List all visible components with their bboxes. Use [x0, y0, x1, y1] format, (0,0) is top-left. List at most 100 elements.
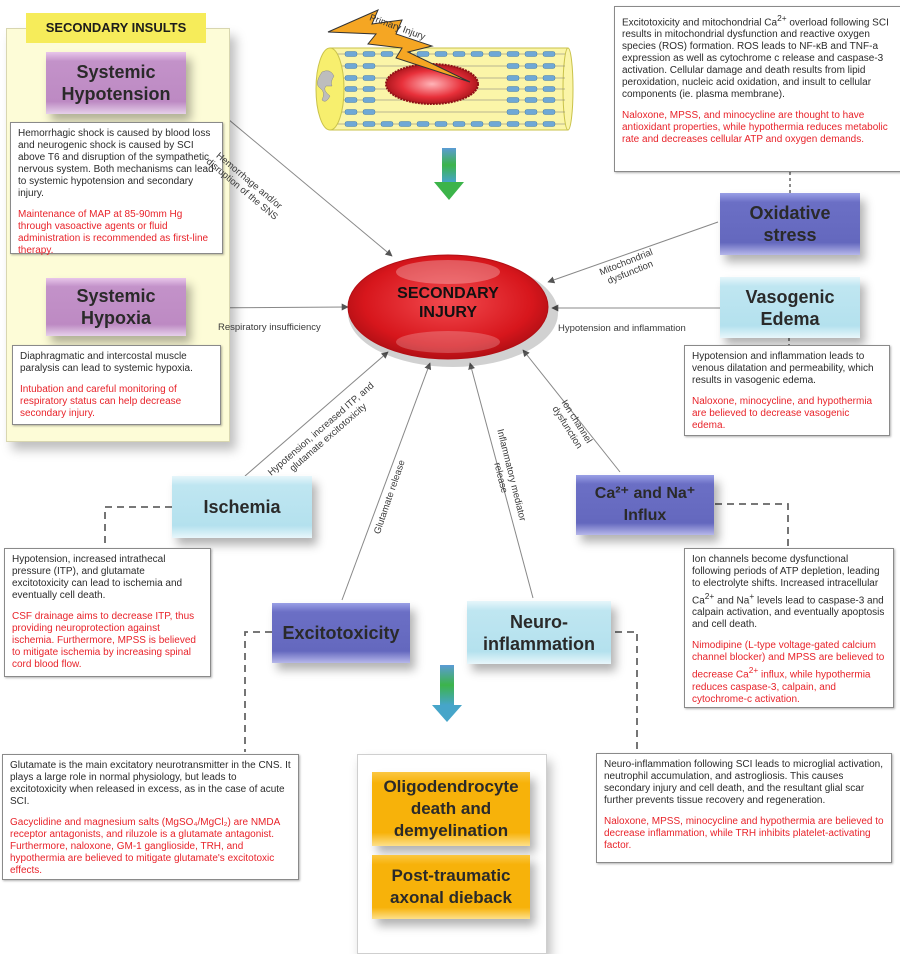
- mechanism-text: Hypotension, increased intrathecal press…: [12, 554, 183, 601]
- info-box-ion: Ion channels become dysfunctional follow…: [684, 548, 894, 708]
- node-systemic-hypotension[interactable]: Systemic Hypotension: [46, 52, 186, 114]
- secondary-injury-label: SECONDARY INJURY: [368, 284, 528, 322]
- myelin-segment: [542, 63, 556, 69]
- info-box-oxidative: Excitotoxicity and mitochondrial Ca2+ ov…: [614, 6, 900, 172]
- myelin-segment: [506, 86, 520, 92]
- node-label-line1: Systemic: [76, 286, 156, 306]
- myelin-segment: [380, 51, 394, 57]
- edge-excitotoxicity: [341, 362, 432, 601]
- dash-ion: [715, 503, 789, 547]
- mechanism-text: Excitotoxicity and mitochondrial Ca2+ ov…: [622, 12, 898, 101]
- myelin-segment: [506, 51, 520, 57]
- myelin-segment: [524, 86, 538, 92]
- myelin-segment: [542, 97, 556, 103]
- edge-ion: [522, 349, 621, 473]
- mechanism-part: levels lead to caspase-3 and calpain act…: [692, 595, 885, 631]
- treatment-text: Intubation and careful monitoring of res…: [20, 384, 182, 419]
- node-systemic-hypoxia[interactable]: Systemic Hypoxia: [46, 278, 186, 336]
- myelin-segment: [452, 51, 466, 57]
- node-neuroinflammation[interactable]: Neuro- inflammation: [467, 601, 611, 664]
- myelin-segment: [362, 97, 376, 103]
- myelin-segment: [470, 121, 484, 127]
- secondary-injury-line1: SECONDARY: [397, 285, 499, 302]
- info-box-hypoxia: Diaphragmatic and intercostal muscle par…: [12, 345, 221, 425]
- outcome-line2: axonal dieback: [390, 888, 512, 907]
- outcome-axonal-dieback[interactable]: Post-traumatic axonal dieback: [372, 855, 530, 919]
- myelin-segment: [344, 86, 358, 92]
- outcome-arrow: [432, 665, 462, 722]
- superscript: 2+: [748, 665, 759, 676]
- myelin-segment: [542, 51, 556, 57]
- lightning-bolt-icon: [327, 9, 471, 83]
- myelin-segment: [362, 109, 376, 115]
- outcome-line1: Oligodendrocyte: [383, 777, 519, 796]
- outcome-oligodendrocyte-death[interactable]: Oligodendrocyte death and demyelination: [372, 772, 530, 846]
- myelin-segment: [542, 121, 556, 127]
- myelin-segment: [524, 121, 538, 127]
- myelin-segment: [380, 121, 394, 127]
- myelin-segment: [524, 75, 538, 81]
- outcome-line2: death and: [410, 799, 492, 818]
- secondary-injury-node: [347, 254, 558, 367]
- mechanism-text: Ion channels become dysfunctional follow…: [692, 554, 886, 631]
- node-label-line1: Vasogenic: [745, 286, 835, 307]
- edge-label-edema: Hypotension and inflammation: [558, 323, 686, 334]
- myelin-segment: [434, 121, 448, 127]
- myelin-segment: [506, 97, 520, 103]
- myelin-segment: [506, 109, 520, 115]
- superscript: 2+: [777, 13, 787, 23]
- superscript: 2+: [704, 591, 715, 601]
- mechanism-text: Hemorrhagic shock is caused by blood los…: [18, 128, 214, 199]
- myelin-segment: [344, 109, 358, 115]
- node-oxidative-stress[interactable]: Oxidative stress: [720, 193, 860, 255]
- mechanism-text: Neuro-inflammation following SCI leads t…: [604, 759, 884, 806]
- node-label-line1: Ca²⁺ and Na⁺: [594, 485, 696, 502]
- node-ischemia[interactable]: Ischemia: [172, 476, 312, 538]
- node-vasogenic-edema[interactable]: Vasogenic Edema: [720, 277, 860, 338]
- node-label-line1: Neuro-: [509, 611, 568, 632]
- myelin-segment: [344, 63, 358, 69]
- myelin-segment: [524, 97, 538, 103]
- myelin-segment: [542, 75, 556, 81]
- myelin-segment: [506, 121, 520, 127]
- myelin-segment: [506, 63, 520, 69]
- myelin-segment: [398, 121, 412, 127]
- edge-label-hypoxia: Respiratory insufficiency: [218, 322, 321, 333]
- edge-neuroinflammation: [468, 362, 534, 599]
- node-label-line2: Hypotension: [61, 84, 171, 104]
- node-label-line2: stress: [763, 225, 817, 245]
- myelin-segment: [362, 121, 376, 127]
- edge-oxidative: [547, 221, 719, 284]
- node-label-line2: Edema: [760, 308, 820, 329]
- myelin-segment: [344, 51, 358, 57]
- edge-ischemia: [244, 351, 389, 477]
- mechanism-part: Excitotoxicity and mitochondrial Ca: [622, 17, 778, 29]
- node-ion-influx[interactable]: Ca²⁺ and Na⁺ Influx: [576, 475, 714, 535]
- myelin-segment: [362, 86, 376, 92]
- myelin-segment: [488, 121, 502, 127]
- mechanism-part: Ion channels become dysfunctional follow…: [692, 554, 880, 607]
- dash-excitotoxicity: [244, 631, 272, 752]
- node-label-line1: Ischemia: [203, 497, 281, 517]
- myelin-segment: [452, 121, 466, 127]
- spinal-cord-illustration: [315, 47, 574, 131]
- myelin-segment: [524, 63, 538, 69]
- treatment-part: Nimodipine (L-type voltage-gated calcium…: [692, 640, 885, 681]
- myelin-segment: [362, 75, 376, 81]
- myelin-segment: [524, 109, 538, 115]
- myelin-segment: [362, 63, 376, 69]
- treatment-text: Naloxone, MPSS, and minocycline are thou…: [622, 110, 888, 146]
- mechanism-text: Hypotension and inflammation leads to ve…: [692, 351, 874, 386]
- treatment-text: Naloxone, MPSS, minocycline and hypother…: [604, 816, 884, 851]
- node-excitotoxicity[interactable]: Excitotoxicity: [272, 603, 410, 663]
- secondary-insults-title: SECONDARY INSULTS: [26, 13, 206, 43]
- outcome-line3: demyelination: [393, 821, 509, 840]
- node-label-line1: Oxidative: [749, 203, 831, 223]
- treatment-part: influx, while hypothermia reduces caspas…: [692, 669, 871, 705]
- treatment-text: Nimodipine (L-type voltage-gated calcium…: [692, 640, 886, 705]
- myelin-segment: [344, 75, 358, 81]
- treatment-text: Gacyclidine and magnesium salts (MgSO₄/M…: [10, 817, 280, 876]
- myelin-segment: [344, 97, 358, 103]
- mechanism-part: and Na: [714, 595, 750, 607]
